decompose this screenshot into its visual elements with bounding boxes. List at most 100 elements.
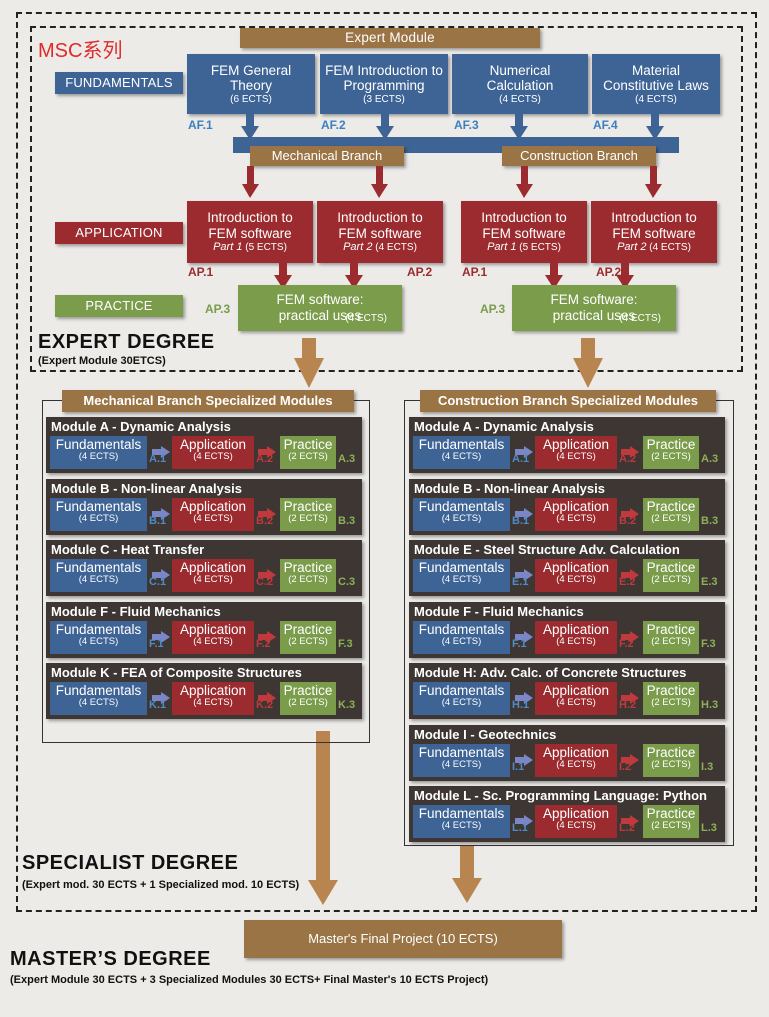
specialist-degree-frame (16, 12, 757, 912)
arrow-right-icon (152, 446, 170, 458)
code-ap3-mech: AP.3 (205, 302, 231, 316)
code-af3: AF.3 (454, 118, 479, 132)
module-application: Application(4 ECTS) (535, 620, 617, 654)
module-code-application: A.2 (256, 453, 274, 465)
mech-specialized-header: Mechanical Branch Specialized Modules (62, 390, 354, 412)
fundamentals-box-2: FEM Introduction to Programming (3 ECTS) (320, 54, 448, 114)
expert-degree-frame (30, 26, 743, 372)
branch-arrows (242, 166, 662, 198)
module-card: Module E - Steel Structure Adv. Calculat… (409, 540, 725, 596)
module-code-practice: A.3 (338, 453, 356, 465)
masters-degree-subtitle: (Expert Module 30 ECTS + 3 Specialized M… (10, 974, 489, 986)
module-fundamentals: Fundamentals(4 ECTS) (413, 559, 510, 592)
module-practice: Practice(2 ECTS) (643, 497, 699, 531)
arrow-right-icon (621, 446, 639, 458)
fundamentals-box-4: Material Constitutive Laws (4 ECTS) (592, 54, 720, 114)
module-code-fundamentals: I.1 (512, 760, 525, 773)
expert-module-label: Expert Module (345, 30, 435, 46)
module-code-practice: F.3 (701, 637, 716, 650)
module-code-fundamentals: K.1 (149, 699, 167, 711)
application-box-mech-1: Introduction to FEM software Part 1 (5 E… (187, 201, 313, 263)
arrow-right-icon (258, 507, 276, 520)
row-label-practice: PRACTICE (55, 295, 183, 317)
module-fundamentals: Fundamentals(4 ECTS) (50, 682, 147, 715)
arrow-right-icon (515, 753, 533, 766)
fundamentals-box-1: FEM General Theory (6 ECTS) (187, 54, 315, 114)
module-code-fundamentals: H.1 (512, 699, 530, 711)
arrow-right-icon (515, 569, 533, 581)
row-label-fundamentals: FUNDAMENTALS (55, 72, 183, 94)
module-fundamentals: Fundamentals(4 ECTS) (413, 436, 510, 469)
module-code-application: B.2 (256, 514, 274, 527)
module-card: Module L - Sc. Programming Language: Pyt… (409, 786, 725, 842)
module-title: Module F - Fluid Mechanics (414, 603, 584, 619)
arrow-right-icon (621, 630, 639, 643)
module-application: Application(4 ECTS) (535, 436, 617, 469)
module-code-application: A.2 (619, 453, 637, 465)
watermark: MSC系列 (38, 40, 123, 62)
code-af4: AF.4 (593, 118, 618, 132)
module-code-practice: K.3 (338, 699, 356, 711)
arrow-right-icon (258, 630, 276, 643)
module-practice: Practice(2 ECTS) (643, 559, 699, 592)
module-application: Application(4 ECTS) (535, 497, 617, 531)
module-application: Application(4 ECTS) (172, 436, 254, 469)
construction-branch-banner: Construction Branch (502, 146, 656, 166)
module-code-practice: E.3 (701, 576, 718, 588)
module-code-practice: A.3 (701, 453, 719, 465)
code-ap2-mech: AP.2 (407, 265, 433, 279)
module-code-practice: I.3 (701, 760, 714, 773)
code-ap1-const: AP.1 (462, 265, 488, 279)
module-application: Application(4 ECTS) (535, 559, 617, 592)
module-practice: Practice(2 ECTS) (643, 805, 699, 838)
code-af2: AF.2 (321, 118, 346, 132)
module-fundamentals: Fundamentals(4 ECTS) (413, 497, 510, 531)
module-code-practice: H.3 (701, 699, 719, 711)
module-fundamentals: Fundamentals(4 ECTS) (50, 436, 147, 469)
module-application: Application(4 ECTS) (172, 559, 254, 592)
arrow-right-icon (258, 692, 276, 704)
module-code-application: C.2 (256, 576, 274, 588)
arrow-right-icon (152, 630, 170, 643)
module-code-application: F.2 (256, 637, 271, 650)
module-code-application: L.2 (619, 822, 635, 834)
expert-degree-subtitle: (Expert Module 30ETCS) (38, 355, 166, 367)
module-code-application: I.2 (619, 760, 632, 773)
const-specialized-header: Construction Branch Specialized Modules (420, 390, 716, 412)
arrow-right-icon (515, 692, 533, 704)
module-fundamentals: Fundamentals(4 ECTS) (413, 682, 510, 715)
module-fundamentals: Fundamentals(4 ECTS) (50, 559, 147, 592)
module-title: Module C - Heat Transfer (51, 542, 205, 557)
application-box-const-1: Introduction to FEM software Part 1 (5 E… (461, 201, 587, 263)
arrow-right-icon (515, 446, 533, 458)
module-application: Application(4 ECTS) (535, 805, 617, 838)
module-title: Module K - FEA of Composite Structures (51, 665, 302, 680)
module-application: Application(4 ECTS) (172, 682, 254, 715)
module-card: Module H: Adv. Calc. of Concrete Structu… (409, 663, 725, 719)
expert-module-banner: Expert Module (240, 28, 540, 48)
module-application: Application(4 ECTS) (535, 743, 617, 777)
arrow-right-icon (621, 815, 639, 827)
code-ap3-const: AP.3 (480, 302, 506, 316)
module-application: Application(4 ECTS) (535, 682, 617, 715)
module-title: Module E - Steel Structure Adv. Calculat… (414, 542, 680, 557)
arrow-right-icon (515, 507, 533, 520)
module-code-practice: C.3 (338, 576, 356, 588)
module-code-fundamentals: B.1 (512, 514, 530, 527)
arrow-right-icon (515, 630, 533, 643)
module-code-fundamentals: E.1 (512, 576, 529, 588)
module-code-fundamentals: A.1 (149, 453, 167, 465)
module-code-practice: F.3 (338, 637, 353, 650)
fundamentals-box-3: Numerical Calculation (4 ECTS) (452, 54, 588, 114)
module-practice: Practice(2 ECTS) (643, 682, 699, 715)
module-practice: Practice(2 ECTS) (643, 620, 699, 654)
module-title: Module F - Fluid Mechanics (51, 603, 221, 619)
arrow-right-icon (152, 569, 170, 581)
expert-degree-title: EXPERT DEGREE (38, 331, 215, 353)
